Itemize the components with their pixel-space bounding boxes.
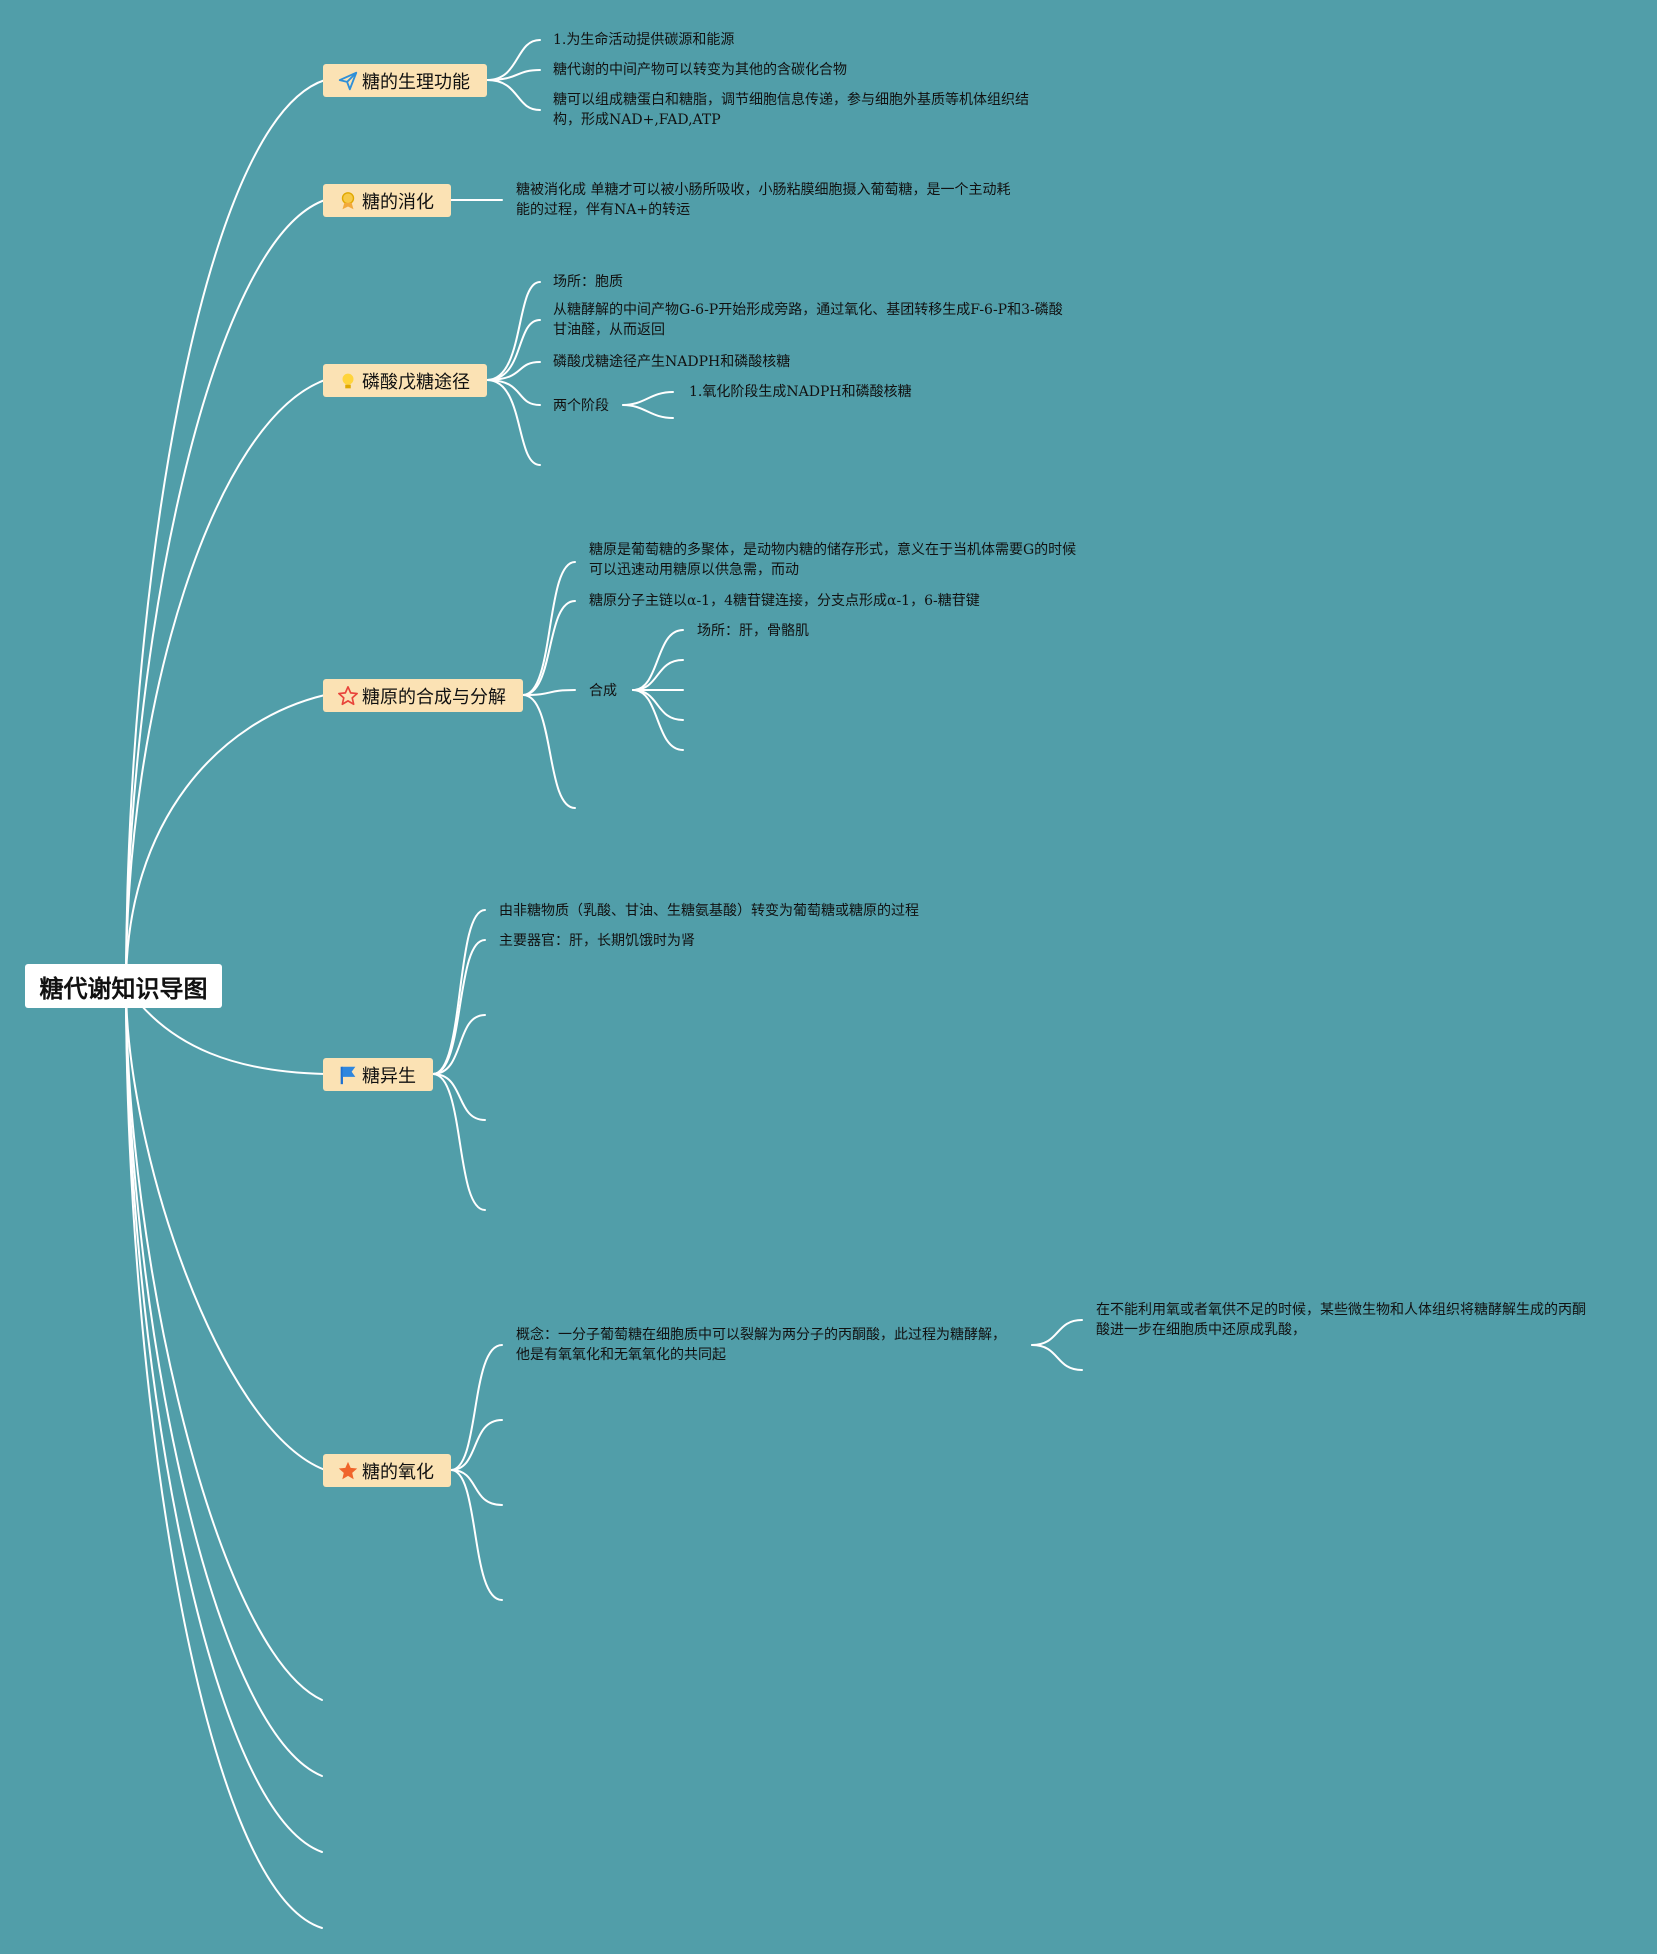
branch-label: 磷酸戊糖途径 [362, 371, 470, 393]
flag-icon [340, 1066, 356, 1084]
branch-glucose-oxidation[interactable]: 糖的氧化 [323, 1454, 451, 1487]
root-node[interactable]: 糖代谢知识导图 [25, 964, 222, 1008]
branch-label: 糖的氧化 [362, 1461, 434, 1483]
branch-label: 糖异生 [362, 1065, 416, 1087]
leaf-text: 糖被消化成 单糖才可以被小肠所吸收，小肠粘膜细胞摄入葡萄糖，是一个主动耗能的过程… [516, 182, 1011, 218]
star-filled-icon [338, 1461, 358, 1479]
leaf-text: 合成 [589, 683, 617, 699]
medal-icon [341, 191, 355, 209]
leaf-text: 糖原分子主链以α-1，4糖苷键连接，分支点形成α-1，6-糖苷键 [589, 593, 980, 609]
branch-gluconeogenesis[interactable]: 糖异生 [323, 1058, 433, 1091]
branch-label: 糖的生理功能 [362, 71, 470, 93]
leaf-text: 由非糖物质（乳酸、甘油、生糖氨基酸）转变为葡萄糖或糖原的过程 [499, 903, 919, 919]
leaf-text: 场所：肝，骨骼肌 [697, 623, 809, 639]
branch-digestion[interactable]: 糖的消化 [323, 184, 451, 217]
branch-label: 糖原的合成与分解 [362, 686, 506, 708]
root-title: 糖代谢知识导图 [39, 974, 208, 1003]
branch-physiological-function[interactable]: 糖的生理功能 [323, 64, 487, 97]
lightbulb-icon [342, 373, 354, 388]
branch-pentose-phosphate[interactable]: 磷酸戊糖途径 [323, 364, 487, 397]
leaf-text: 在不能利用氧或者氧供不足的时候，某些微生物和人体组织将糖酵解生成的丙酮酸进一步在… [1096, 1302, 1586, 1338]
leaf-text: 1.氧化阶段生成NADPH和磷酸核糖 [689, 384, 912, 400]
leaf-text: 场所：胞质 [553, 274, 623, 290]
star-outline-icon [338, 685, 358, 705]
leaf-text: 主要器官：肝，长期饥饿时为肾 [499, 933, 695, 949]
leaf-text: 1.为生命活动提供碳源和能源 [553, 32, 735, 48]
leaf-text: 从糖酵解的中间产物G-6-P开始形成旁路，通过氧化、基团转移生成F-6-P和3-… [553, 302, 1063, 338]
leaf-text: 糖可以组成糖蛋白和糖脂，调节细胞信息传递，参与细胞外基质等机体组织结构，形成NA… [553, 92, 1029, 128]
paper-plane-icon [338, 71, 358, 90]
leaf-text: 概念：一分子葡萄糖在细胞质中可以裂解为两分子的丙酮酸，此过程为糖酵解，他是有氧氧… [516, 1327, 1006, 1363]
leaf-text: 糖原是葡萄糖的多聚体，是动物内糖的储存形式，意义在于当机体需要G的时候可以迅速动… [589, 542, 1077, 578]
leaf-text: 磷酸戊糖途径产生NADPH和磷酸核糖 [553, 354, 791, 370]
leaf-text: 两个阶段 [553, 398, 609, 414]
leaf-text: 糖代谢的中间产物可以转变为其他的含碳化合物 [553, 62, 847, 78]
branch-label: 糖的消化 [362, 191, 434, 213]
branch-glycogen[interactable]: 糖原的合成与分解 [323, 679, 523, 712]
